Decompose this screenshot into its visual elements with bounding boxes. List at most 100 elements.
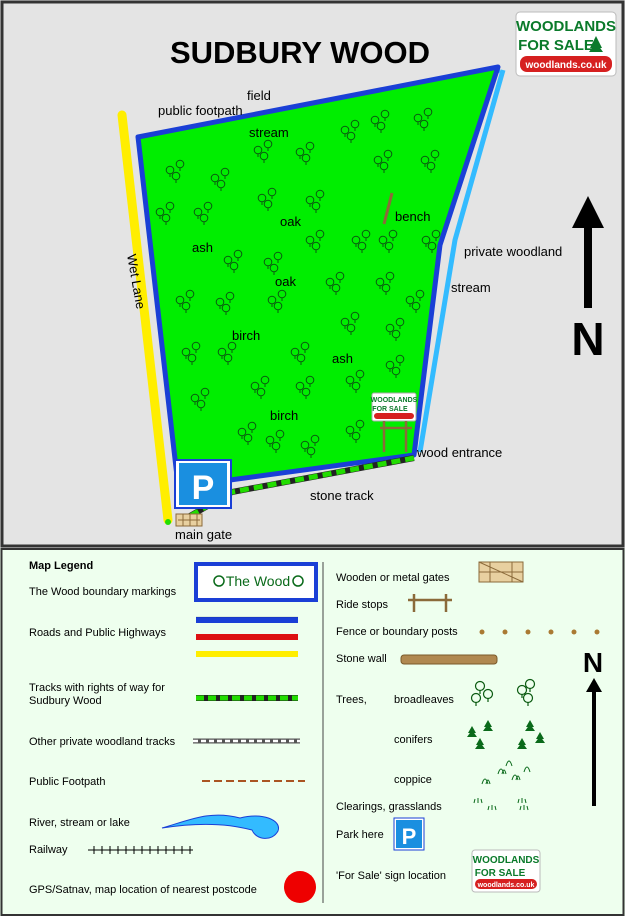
tree-cluster	[405, 289, 425, 313]
legend-park-label: Park here	[336, 829, 384, 841]
tree-cluster	[295, 141, 315, 165]
tree-cluster	[265, 429, 285, 453]
legend-stone-wall-label: Stone wall	[336, 653, 387, 665]
tree-clusters	[155, 107, 441, 458]
tree-cluster	[181, 341, 201, 365]
label-birch-1: birch	[232, 328, 260, 343]
north-label: N	[571, 313, 604, 365]
legend-ride-stops-label: Ride stops	[336, 599, 388, 611]
tree-cluster	[420, 149, 440, 173]
svg-text:FOR SALE: FOR SALE	[372, 406, 408, 413]
tree-cluster	[253, 139, 273, 163]
legend-railway-line	[88, 846, 193, 854]
legend-river-shape	[161, 814, 279, 839]
label-oak-2: oak	[275, 274, 296, 289]
legend-boundary-sample: The Wood	[194, 562, 318, 602]
legend-gps-label: GPS/Satnav, map location of nearest post…	[29, 884, 257, 896]
tree-cluster	[290, 341, 310, 365]
legend-title: Map Legend	[29, 560, 93, 572]
sign-post	[380, 421, 412, 452]
legend-clearings-label: Clearings, grasslands	[336, 801, 442, 813]
legend-tracks-label-2: Sudbury Wood	[29, 695, 102, 707]
tree-cluster	[413, 107, 433, 131]
tree-cluster	[305, 229, 325, 253]
north-arrow-icon	[572, 196, 604, 308]
label-birch-2: birch	[270, 408, 298, 423]
tree-cluster	[295, 375, 315, 399]
legend-tracks-label-1: Tracks with rights of way for	[29, 682, 165, 694]
tree-cluster	[223, 249, 243, 273]
svg-text:WOODLANDS: WOODLANDS	[473, 855, 540, 866]
legend-stone-wall	[400, 654, 498, 665]
legend-broadleaves-label: broadleaves	[394, 694, 454, 706]
tree-cluster	[370, 109, 390, 133]
label-field: field	[247, 88, 271, 103]
legend-gates-label: Wooden or metal gates	[336, 572, 450, 584]
svg-text:FOR SALE: FOR SALE	[475, 868, 526, 879]
tree-cluster	[340, 311, 360, 335]
legend-gps-marker	[284, 871, 316, 903]
tree-cluster	[215, 291, 235, 315]
tree-cluster	[210, 167, 230, 191]
logo-line1: WOODLANDS	[516, 18, 616, 35]
tree-cluster	[217, 341, 237, 365]
svg-text:WOODLANDS: WOODLANDS	[371, 397, 418, 404]
legend-conifer-icon	[467, 720, 545, 749]
logo-tree-icon	[589, 36, 603, 52]
tree-cluster	[250, 375, 270, 399]
tree-cluster	[257, 187, 277, 211]
parking-letter: P	[192, 469, 215, 507]
tree-cluster	[340, 119, 360, 143]
tree-cluster	[193, 201, 213, 225]
legend-for-sale-icon: WOODLANDS FOR SALE woodlands.co.uk	[471, 849, 541, 893]
label-stone-track: stone track	[310, 488, 374, 503]
tree-cluster	[345, 369, 365, 393]
tree-cluster	[345, 419, 365, 443]
bench-marker	[382, 192, 394, 225]
tree-cluster	[351, 229, 371, 253]
legend-roads-label: Roads and Public Highways	[29, 627, 166, 639]
tree-cluster	[373, 149, 393, 173]
legend-conifers-label: conifers	[394, 734, 433, 746]
for-sale-sign[interactable]: WOODLANDS FOR SALE	[371, 392, 418, 452]
legend-gate-icon	[478, 561, 524, 583]
label-ash-2: ash	[332, 351, 353, 366]
label-oak-1: oak	[280, 214, 301, 229]
tree-cluster	[155, 201, 175, 225]
label-private-woodland: private woodland	[464, 244, 562, 259]
tree-cluster	[305, 189, 325, 213]
legend-boundary-label: The Wood boundary markings	[29, 586, 177, 598]
svg-text:woodlands.co.uk: woodlands.co.uk	[477, 882, 535, 889]
logo-url: woodlands.co.uk	[524, 60, 607, 71]
legend-railway-label: Railway	[29, 844, 68, 856]
label-main-gate: main gate	[175, 527, 232, 542]
label-stream-top: stream	[249, 125, 289, 140]
woodlands-logo[interactable]: WOODLANDS FOR SALE woodlands.co.uk	[515, 11, 617, 77]
tree-cluster	[165, 159, 185, 183]
north-arrow: N	[571, 196, 605, 365]
legend-coppice-label: coppice	[394, 774, 432, 786]
legend-private-tracks-label: Other private woodland tracks	[29, 736, 176, 748]
wet-lane-road	[117, 110, 173, 525]
label-footpath: public footpath	[158, 103, 243, 118]
tree-cluster	[385, 317, 405, 341]
legend-fence-posts	[479, 629, 600, 635]
svg-text:The Wood: The Wood	[226, 573, 290, 589]
tree-cluster	[378, 229, 398, 253]
map-title: SUDBURY WOOD	[170, 35, 430, 70]
parking-marker[interactable]: P	[174, 459, 232, 509]
tree-icon	[213, 575, 225, 587]
logo-line2: FOR SALE	[518, 37, 594, 54]
tree-cluster	[375, 271, 395, 295]
legend-coppice-icon	[481, 760, 531, 785]
tree-cluster	[300, 434, 320, 458]
legend-clearing-icon	[473, 798, 529, 811]
legend-river-label: River, stream or lake	[29, 817, 130, 829]
label-bench: bench	[395, 209, 430, 224]
legend-trees-label: Trees,	[336, 694, 367, 706]
legend-frame	[0, 548, 625, 916]
tree-cluster	[175, 289, 195, 313]
main-gate-marker[interactable]	[165, 513, 203, 527]
map-legend: Map Legend The Wood boundary markings Th…	[0, 548, 625, 916]
legend-footpath-label: Public Footpath	[29, 776, 105, 788]
